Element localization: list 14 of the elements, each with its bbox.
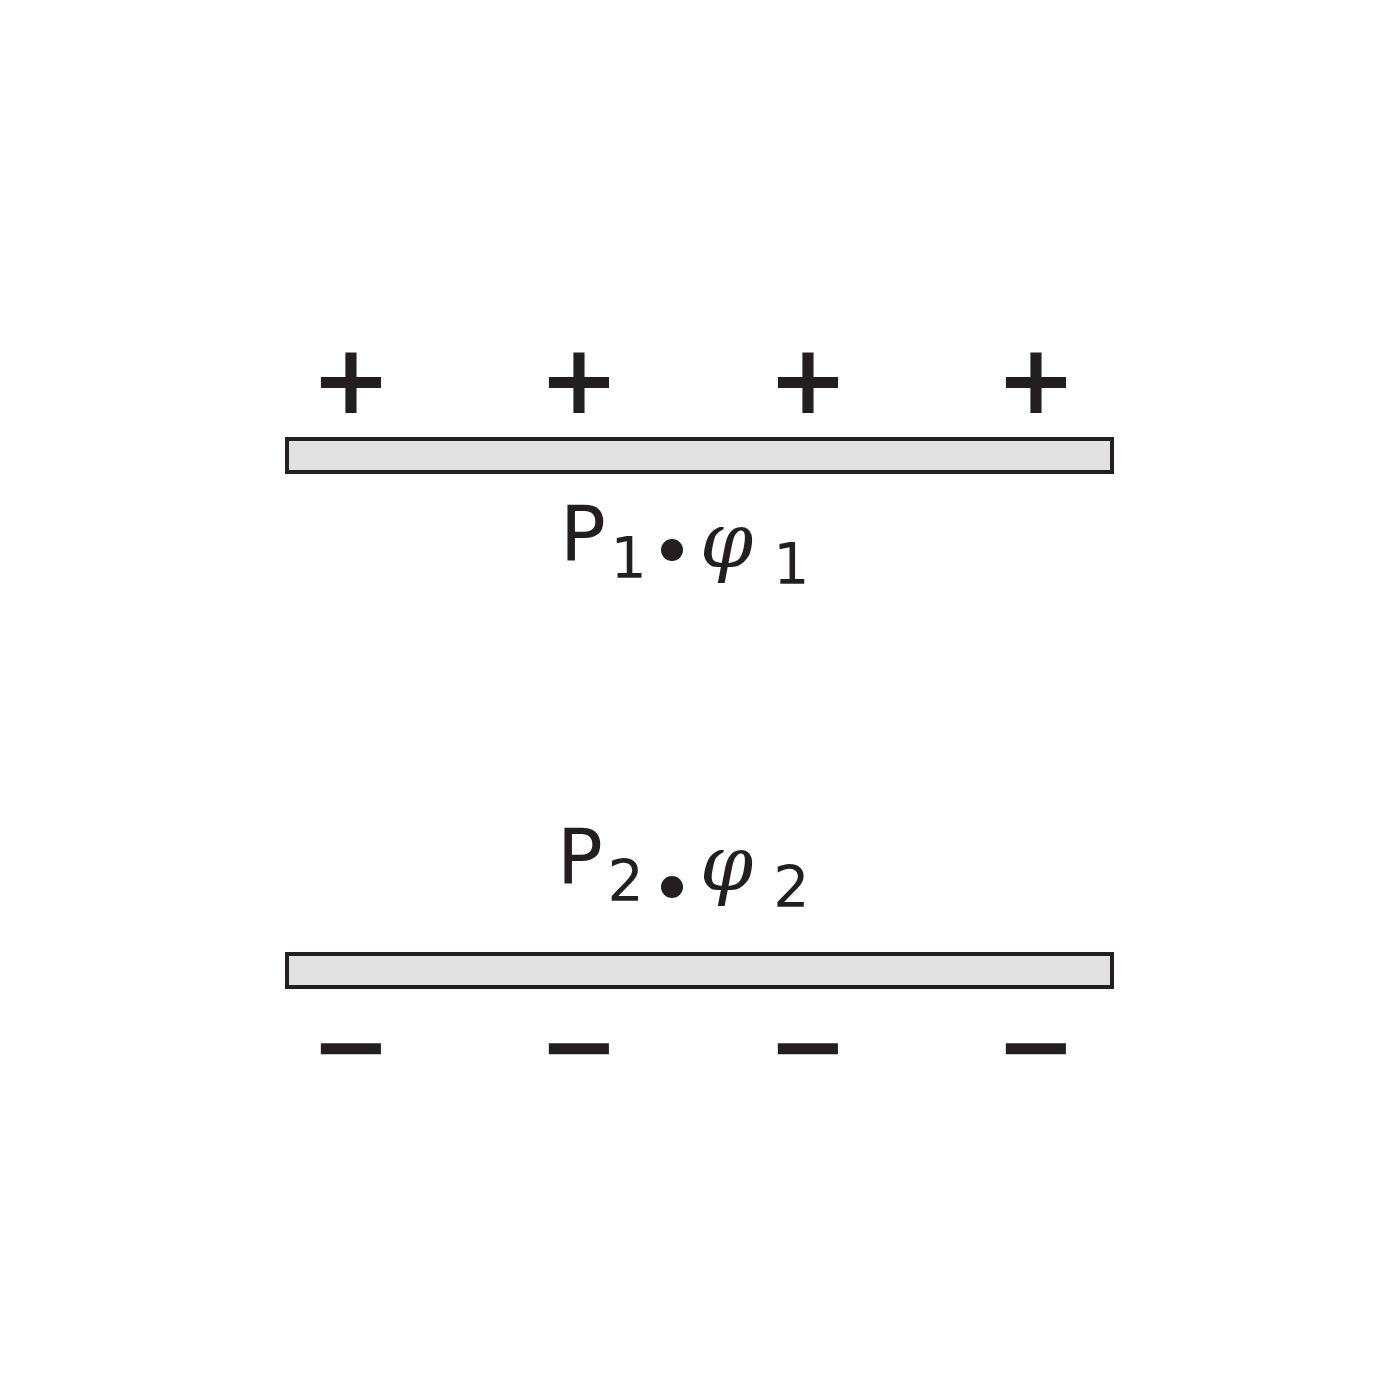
potential-label: φ$_{2}$ <box>700 826 810 917</box>
plate <box>285 952 1114 989</box>
minus-sign: − <box>310 998 392 1094</box>
potential-label: φ$_{1}$ <box>700 503 810 594</box>
point-label: P$_{2}$ <box>557 820 644 911</box>
plus-sign: + <box>767 332 849 428</box>
minus-sign: − <box>995 998 1077 1094</box>
plus-sign: + <box>310 332 392 428</box>
minus-sign: − <box>767 998 849 1094</box>
plus-sign: + <box>538 332 620 428</box>
plate <box>285 437 1114 474</box>
plus-sign: + <box>995 332 1077 428</box>
point-label: P$_{1}$ <box>560 497 647 588</box>
minus-sign: − <box>538 998 620 1094</box>
